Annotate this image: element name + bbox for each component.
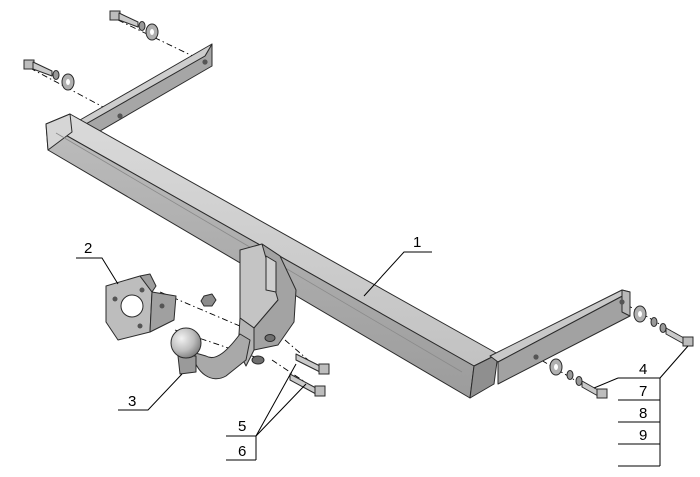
fastener-set-right-upper [633, 305, 694, 347]
fastener-set-right-lower [549, 358, 608, 399]
tow-ball-neck [170, 327, 251, 380]
callout-9: 9 [639, 427, 647, 444]
callout-1: 1 [413, 234, 421, 251]
fastener-set-left [23, 59, 75, 91]
callout-6: 6 [238, 443, 246, 460]
left-mounting-bracket [79, 43, 213, 139]
callout-7: 7 [639, 383, 647, 400]
right-mounting-bracket [489, 289, 631, 385]
callout-8: 8 [639, 405, 647, 422]
small-nut [200, 293, 217, 307]
leader-lines [76, 251, 689, 467]
callout-5: 5 [238, 418, 246, 435]
socket-plate [105, 273, 177, 341]
callout-3: 3 [128, 393, 136, 410]
fastener-set-top [109, 10, 159, 41]
assembly-axes [29, 19, 691, 399]
callout-2: 2 [84, 240, 92, 257]
callout-4: 4 [639, 361, 647, 378]
tow-arm-bolt-upper [295, 353, 330, 375]
tow-arm-bolt-lower [289, 373, 326, 397]
